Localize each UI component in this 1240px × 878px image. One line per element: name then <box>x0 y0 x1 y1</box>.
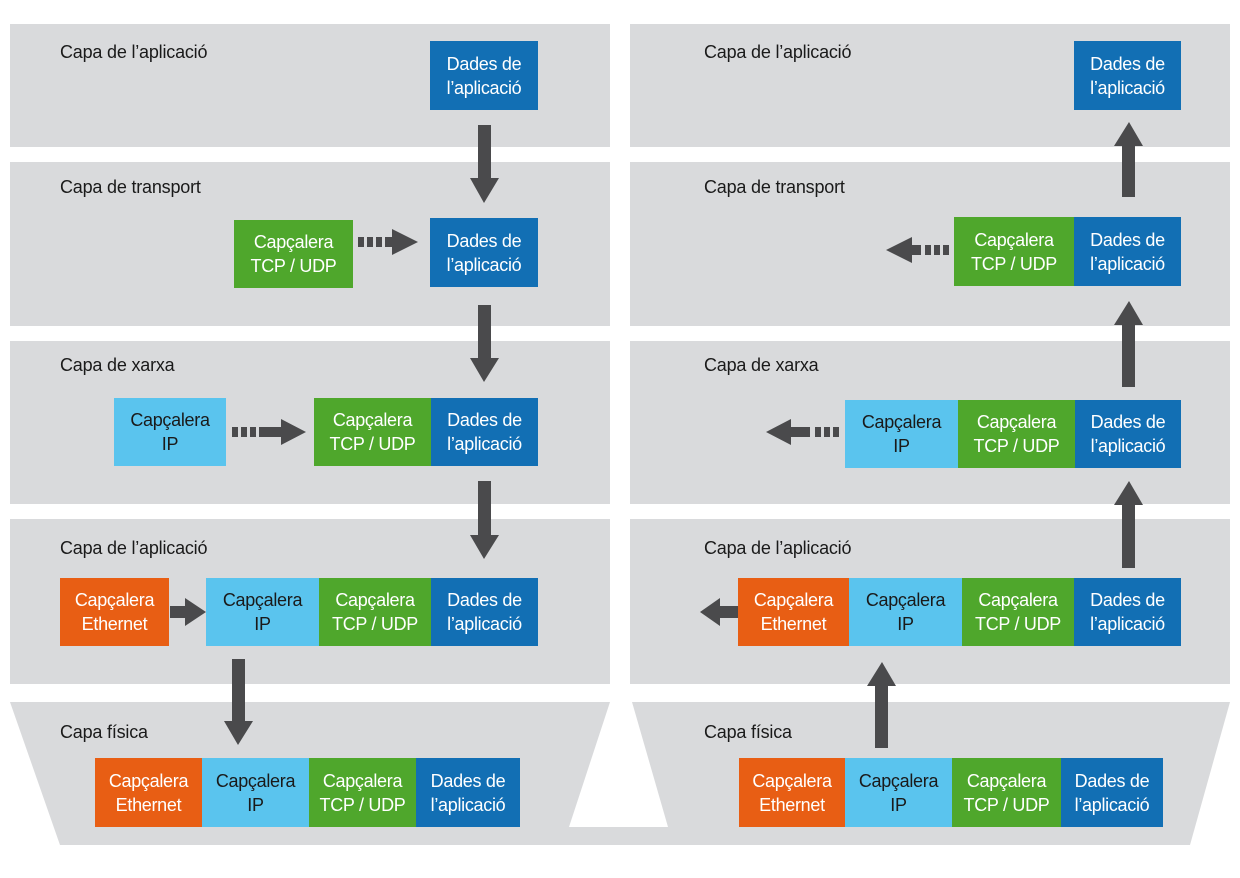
sender-layer-label: Capa de xarxa <box>60 355 175 375</box>
dashed-arrow-right-icon <box>358 229 418 255</box>
ip-header-block: Capçalera IP <box>849 578 962 646</box>
ip-header-block: Capçalera IP <box>206 578 319 646</box>
app-data-block: Dades de l’aplicació <box>1061 758 1163 827</box>
arrow-up-icon <box>1114 301 1143 387</box>
tcp-udp-header-block: Capçalera TCP / UDP <box>952 758 1061 827</box>
ip-header-block: Capçalera IP <box>845 400 958 468</box>
tcp-udp-header-block: Capçalera TCP / UDP <box>954 217 1074 286</box>
arrow-down-icon <box>470 125 499 203</box>
tcp-udp-header-block: Capçalera TCP / UDP <box>319 578 431 646</box>
sender-layer-label: Capa de transport <box>60 177 201 197</box>
receiver-layer-label: Capa física <box>704 722 792 742</box>
ip-header-block: Capçalera IP <box>202 758 309 827</box>
tcp-udp-header-block: Capçalera TCP / UDP <box>958 400 1075 468</box>
arrow-down-icon <box>224 659 253 745</box>
ip-header-block: Capçalera IP <box>845 758 952 827</box>
ethernet-header-block: Capçalera Ethernet <box>739 758 845 827</box>
receiver-layer-label: Capa de transport <box>704 177 845 197</box>
arrow-up-icon <box>867 662 896 748</box>
sender-layer-label: Capa de l’aplicació <box>60 538 208 558</box>
app-data-block: Dades de l’aplicació <box>431 398 538 466</box>
tcp-udp-header-block: Capçalera TCP / UDP <box>962 578 1074 646</box>
tcp-udp-header-block: Capçalera TCP / UDP <box>309 758 416 827</box>
dashed-arrow-right-icon <box>232 419 306 445</box>
app-data-block: Dades de l’aplicació <box>1074 41 1181 110</box>
dashed-arrow-left-icon <box>886 237 949 263</box>
app-data-block: Dades de l’aplicació <box>1074 217 1181 286</box>
physical-layer-gap <box>569 702 668 827</box>
app-data-block: Dades de l’aplicació <box>1074 578 1181 646</box>
dashed-arrow-left-icon <box>766 419 839 445</box>
app-data-block: Dades de l’aplicació <box>416 758 520 827</box>
ip-header-block: Capçalera IP <box>114 398 226 466</box>
app-data-block: Dades de l’aplicació <box>1075 400 1181 468</box>
app-data-block: Dades de l’aplicació <box>430 218 538 287</box>
sender-layer-label: Capa física <box>60 722 148 742</box>
tcp-udp-header-block: Capçalera TCP / UDP <box>234 220 353 288</box>
receiver-layer-label: Capa de xarxa <box>704 355 819 375</box>
ethernet-header-block: Capçalera Ethernet <box>95 758 202 827</box>
ethernet-header-block: Capçalera Ethernet <box>60 578 169 646</box>
ethernet-header-block: Capçalera Ethernet <box>738 578 849 646</box>
receiver-layer-label: Capa de l’aplicació <box>704 538 852 558</box>
receiver-layer-label: Capa de l’aplicació <box>704 42 852 62</box>
arrow-left-icon <box>700 598 738 626</box>
arrow-up-icon <box>1114 122 1143 197</box>
arrow-right-icon <box>170 598 206 626</box>
sender-layer-label: Capa de l’aplicació <box>60 42 208 62</box>
tcp-udp-header-block: Capçalera TCP / UDP <box>314 398 431 466</box>
app-data-block: Dades de l’aplicació <box>430 41 538 110</box>
app-data-block: Dades de l’aplicació <box>431 578 538 646</box>
arrow-down-icon <box>470 481 499 559</box>
arrow-down-icon <box>470 305 499 382</box>
arrow-up-icon <box>1114 481 1143 568</box>
